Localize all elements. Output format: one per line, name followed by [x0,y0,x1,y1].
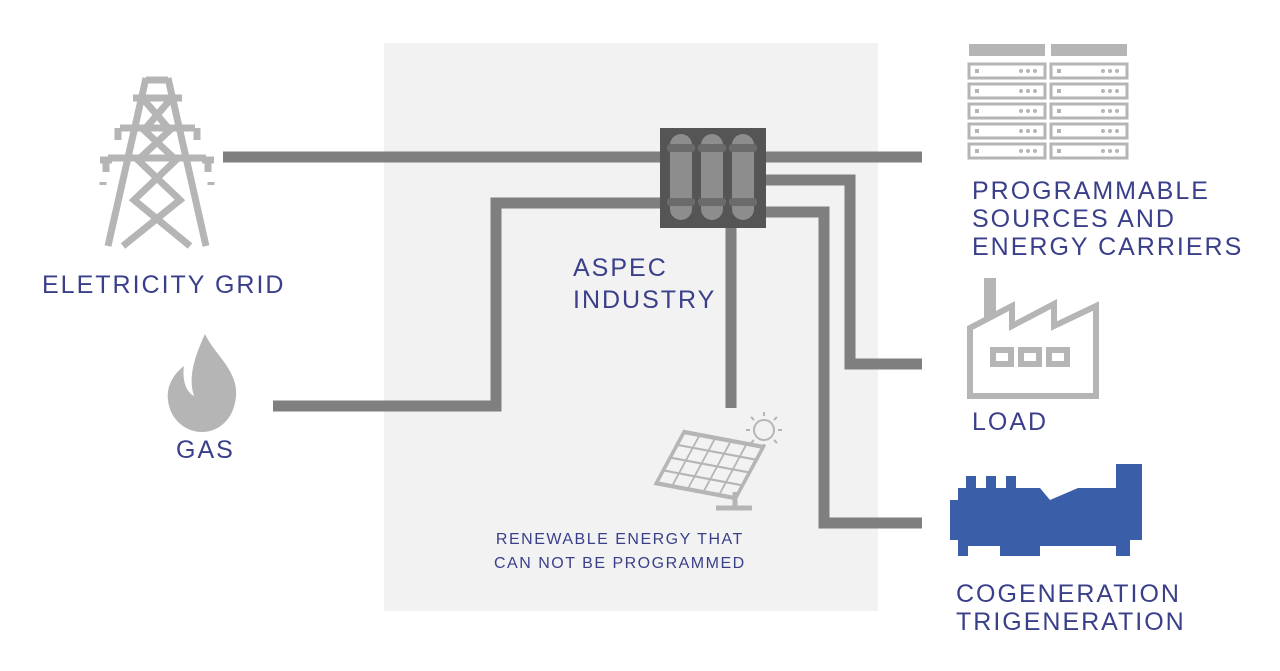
cogeneration-label-line: COGENERATION [956,580,1181,608]
cogeneration-label: COGENERATION TRIGENERATION [956,580,1186,636]
solar-panel-icon [653,412,782,511]
server-indicator [1033,89,1037,93]
gas-line [273,197,665,412]
server-indicator [1033,149,1037,153]
load-line [760,174,922,370]
electricity-grid-label: ELETRICITY GRID [42,271,286,299]
factory-icon [967,278,1099,399]
server-led [975,69,979,73]
server-indicator [1019,89,1023,93]
renewable-label-line: RENEWABLE ENERGY THAT [495,531,744,548]
programmable-sources-label-line: SOURCES AND [972,205,1176,233]
server-indicator [1033,109,1037,113]
server-unit [967,122,1047,140]
cogeneration-line [760,206,922,529]
server-indicator [1101,89,1105,93]
server-indicator [1019,149,1023,153]
aspec-industry-panel [384,43,878,611]
server-led [1057,109,1061,113]
server-indicator [1033,69,1037,73]
server-indicator [1101,149,1105,153]
server-indicator [1108,149,1112,153]
server-indicator [1101,129,1105,133]
server-unit [1049,142,1129,160]
server-indicator [1101,109,1105,113]
generator-engine-icon [950,464,1142,556]
server-led [975,109,979,113]
server-led [1057,149,1061,153]
server-unit [967,62,1047,80]
server-unit [1049,62,1129,80]
server-indicator [1026,109,1030,113]
server-indicator [1019,129,1023,133]
gas-label: GAS [176,436,235,464]
server-led [975,89,979,93]
server-indicator [1108,89,1112,93]
flame-icon [167,334,237,432]
aspec-industry-label-line: ASPEC [573,254,668,282]
switchgear-icon [660,128,766,228]
server-unit [1049,122,1129,140]
power-pylon-icon [99,76,215,249]
server-indicator [1026,149,1030,153]
server-led [1057,89,1061,93]
server-indicator [1115,129,1119,133]
server-indicator [1101,69,1105,73]
server-led [975,129,979,133]
server-indicator [1019,109,1023,113]
renewable-label-line: CAN NOT BE PROGRAMMED [494,555,746,572]
cogeneration-label-line: TRIGENERATION [956,608,1186,636]
server-unit [1049,82,1129,100]
server-indicator [1108,69,1112,73]
server-indicator [1115,89,1119,93]
server-unit [967,102,1047,120]
server-indicator [1026,89,1030,93]
server-indicator [1033,129,1037,133]
programmable-sources-label: PROGRAMMABLE SOURCES AND ENERGY CARRIERS [972,177,1243,261]
server-led [975,149,979,153]
server-rack-icon [967,44,1129,160]
aspec-industry-label: ASPEC INDUSTRY [573,252,716,316]
server-unit [1049,102,1129,120]
programmable-sources-label-line: PROGRAMMABLE [972,177,1210,205]
server-indicator [1019,69,1023,73]
server-led [1057,69,1061,73]
server-led [1057,129,1061,133]
aspec-industry-label-line: INDUSTRY [573,286,717,314]
server-unit [967,142,1047,160]
server-unit [967,82,1047,100]
server-indicator [1108,129,1112,133]
server-indicator [1026,129,1030,133]
server-indicator [1115,69,1119,73]
server-indicator [1115,109,1119,113]
server-indicator [1115,149,1119,153]
renewable-label: RENEWABLE ENERGY THAT CAN NOT BE PROGRAM… [494,528,746,576]
load-label: LOAD [972,408,1049,436]
server-indicator [1108,109,1112,113]
programmable-sources-label-line: ENERGY CARRIERS [972,233,1244,261]
server-indicator [1026,69,1030,73]
